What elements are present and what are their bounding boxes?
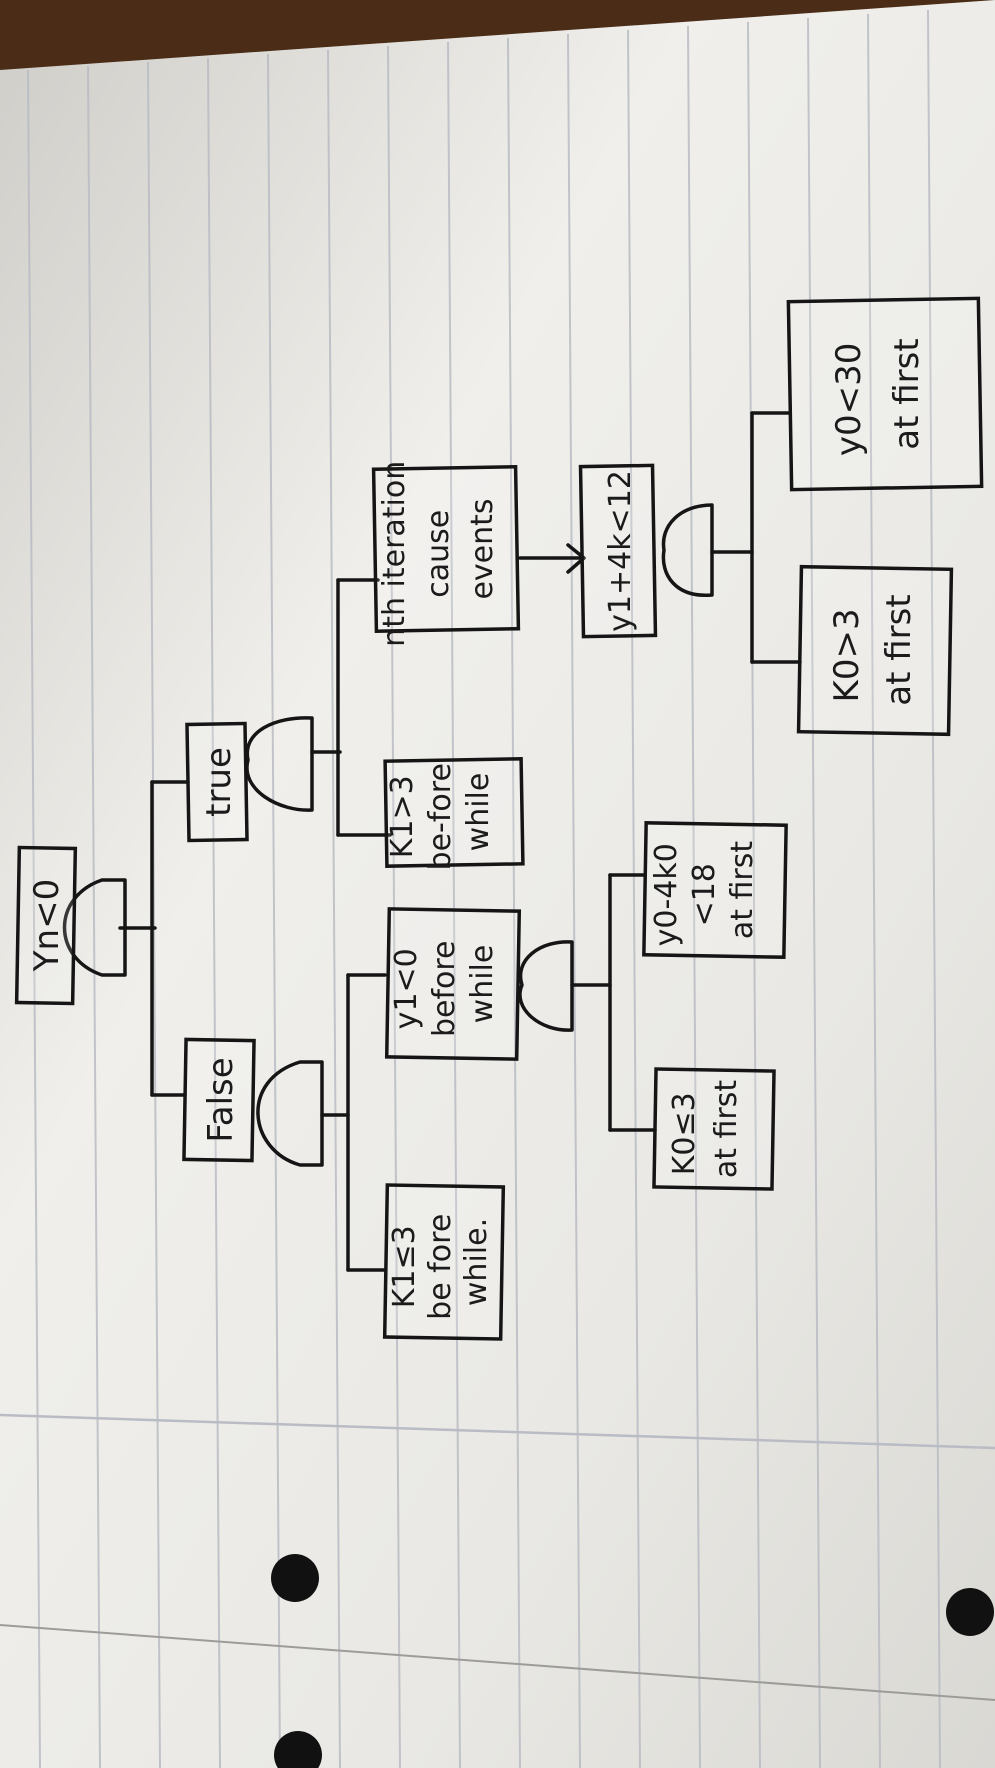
k0-le3-label: K0≤3 at first: [667, 1080, 744, 1179]
event-boxes: [14, 296, 984, 1341]
y0-lt30-label: y0<30 at first: [829, 332, 927, 456]
true-gate: [245, 716, 314, 812]
k1-gt3-label: K1>3 be-fore while: [385, 754, 496, 871]
y1-lt0-label: y1<0 before while: [389, 931, 500, 1037]
k1-le3-label: K1≤3 be fore while.: [387, 1204, 494, 1320]
true-label: true: [199, 747, 239, 817]
false-label: False: [201, 1057, 241, 1142]
false-gate: [256, 1060, 324, 1167]
top-event-label: Yn<0: [27, 879, 67, 972]
margin-line: [0, 1413, 995, 1450]
k0-gt3-label: K0>3 at first: [827, 594, 919, 705]
k1-gt3-box: [383, 757, 525, 868]
y1-4k-label: y1+4k<12: [603, 470, 638, 632]
nth-iteration-label: nth iteration cause events: [377, 451, 500, 647]
y0-4k0-box: [642, 821, 788, 959]
y0-4k0-label: y0-4k0 <18 at first: [649, 834, 760, 947]
k0-gt3-box: [796, 564, 954, 737]
true-box: [185, 721, 249, 843]
y1-4k-box: [578, 463, 658, 639]
y1-gate: [518, 940, 574, 1032]
top-gate: [62, 878, 127, 977]
top-event-box: [14, 845, 78, 1006]
k0-le3-box: [652, 1067, 776, 1191]
sheet-edge: [0, 1624, 995, 1701]
punch-hole: [274, 1731, 322, 1768]
k1-le3-box: [382, 1183, 506, 1341]
ruled-lines: [27, 9, 941, 1768]
labels: Yn<0 true False K1>3 be-fore while nth i…: [27, 332, 927, 1320]
y1-4k-gate: [661, 503, 714, 597]
punch-hole: [946, 1588, 994, 1636]
false-box: [182, 1037, 256, 1163]
y1-lt0-box: [384, 907, 522, 1061]
gates: [62, 503, 714, 1167]
punch-hole: [271, 1554, 319, 1602]
y0-lt30-box: [786, 296, 984, 492]
nth-iteration-box: [371, 464, 521, 634]
